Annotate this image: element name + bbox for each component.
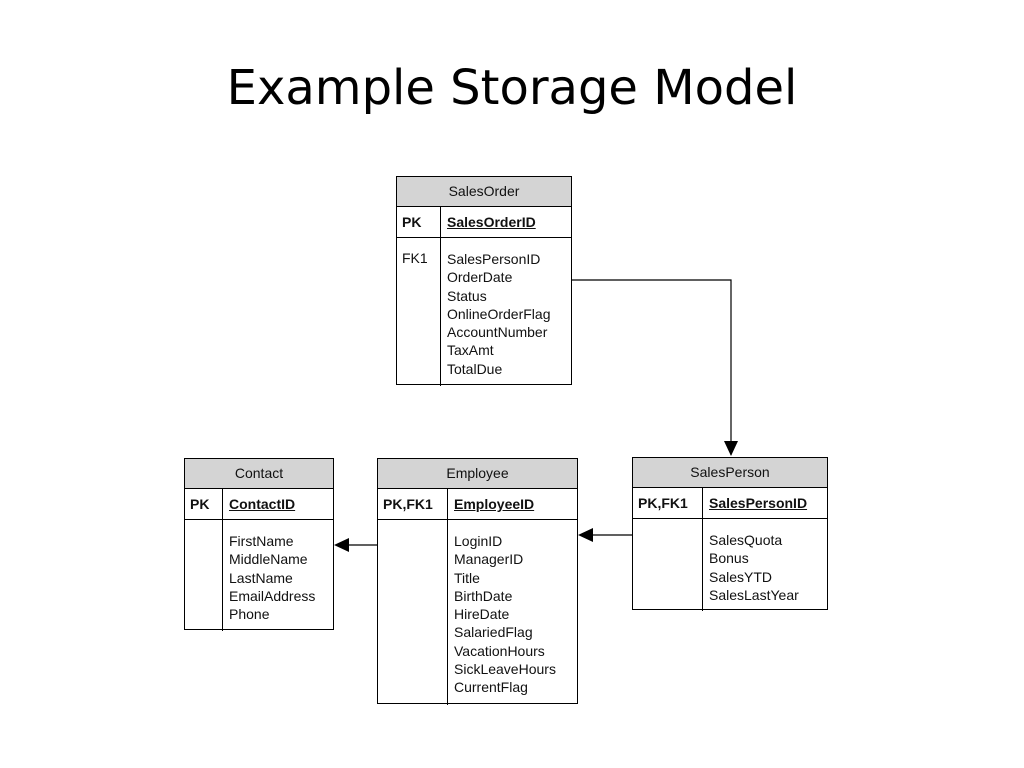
pk-field: ContactID	[229, 496, 296, 512]
attribute-item: Title	[454, 569, 480, 586]
pk-label: PK,FK1	[378, 489, 448, 519]
attribute-item: EmailAddress	[229, 587, 316, 604]
pk-field: EmployeeID	[454, 496, 535, 512]
fk-label	[378, 520, 448, 705]
attribute-item: Phone	[229, 606, 270, 623]
fk-label	[633, 519, 703, 611]
primary-key-row: PK SalesOrderID	[397, 207, 571, 238]
pk-label: PK	[185, 489, 223, 519]
fk-label	[185, 520, 223, 631]
attribute-item: FirstName	[229, 533, 294, 549]
attribute-item: SalesQuota	[709, 532, 783, 548]
attribute-item: VacationHours	[454, 642, 545, 659]
attribute-item: SickLeaveHours	[454, 661, 556, 678]
pk-label: PK,FK1	[633, 488, 703, 518]
entity-name: Employee	[378, 459, 577, 489]
primary-key-row: PK ContactID	[185, 489, 333, 520]
attribute-item: CurrentFlag	[454, 679, 528, 696]
attribute-item: SalesYTD	[709, 568, 773, 585]
attribute-item: OrderDate	[447, 269, 513, 286]
entity-salesperson: SalesPerson PK,FK1 SalesPersonID SalesQu…	[632, 457, 828, 611]
entity-name: SalesPerson	[633, 458, 827, 488]
attribute-item: BirthDate	[454, 587, 513, 604]
pk-field: SalesOrderID	[447, 214, 536, 230]
pk-label: PK	[397, 207, 441, 237]
attribute-item: SalariedFlag	[454, 624, 533, 641]
slide-title: Example Storage Model	[226, 60, 798, 116]
attribute-item: LoginID	[454, 533, 503, 549]
entity-name: Contact	[185, 459, 333, 489]
primary-key-row: PK,FK1 EmployeeID	[378, 489, 577, 520]
attribute-item: LastName	[229, 569, 293, 586]
attribute-item: HireDate	[454, 606, 510, 623]
entity-name: SalesOrder	[397, 177, 571, 207]
attribute-item: OnlineOrderFlag	[447, 305, 551, 322]
entity-salesorder: SalesOrder PK SalesOrderID FK1 SalesPers…	[396, 176, 572, 386]
pk-field: SalesPersonID	[709, 495, 808, 511]
attribute-item: TotalDue	[447, 360, 503, 377]
arrowhead-salesperson	[724, 441, 738, 456]
attribute-item: Bonus	[709, 550, 749, 567]
primary-key-row: PK,FK1 SalesPersonID	[633, 488, 827, 519]
attribute-item: SalesLastYear	[709, 586, 799, 603]
arrowhead-contact	[334, 538, 349, 552]
arrowhead-employee	[578, 528, 593, 542]
connector-salesorder-salesperson	[572, 279, 732, 455]
attribute-item: ManagerID	[454, 551, 524, 568]
attribute-item: Status	[447, 287, 487, 304]
attribute-item: SalesPersonID	[447, 251, 541, 267]
fk-label: FK1	[397, 238, 441, 386]
entity-employee: Employee PK,FK1 EmployeeID LoginID Manage…	[377, 458, 578, 705]
attribute-item: MiddleName	[229, 551, 308, 568]
attribute-item: TaxAmt	[447, 342, 494, 359]
attribute-item: AccountNumber	[447, 324, 548, 341]
